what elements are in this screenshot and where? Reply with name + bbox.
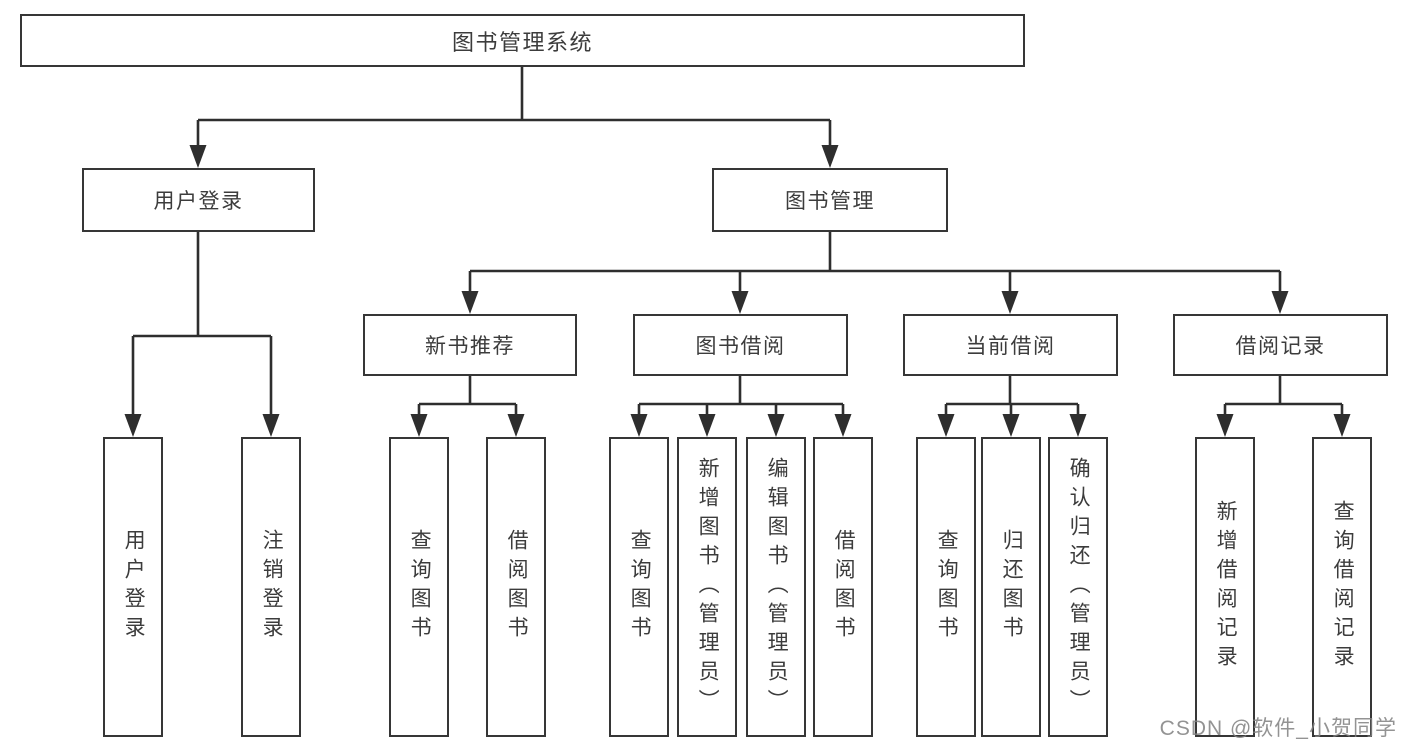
node-borrow-records: 借阅记录 xyxy=(1173,314,1388,376)
leaf-edit-book-admin: 编辑图书（管理员） xyxy=(746,437,806,737)
node-user-login: 用户登录 xyxy=(82,168,315,232)
node-book-borrow: 图书借阅 xyxy=(633,314,848,376)
connector-book-management-children xyxy=(461,232,1289,314)
node-label: 查询借阅记录 xyxy=(1331,500,1355,674)
node-label: 用户登录 xyxy=(153,190,244,213)
node-label: 注销登录 xyxy=(260,529,284,645)
leaf-query-borrow-record: 查询借阅记录 xyxy=(1312,437,1372,737)
csdn-watermark: CSDN @软件_小贺同学 xyxy=(1159,717,1397,740)
leaf-query-books-recommend: 查询图书 xyxy=(389,437,449,737)
leaf-return-books: 归还图书 xyxy=(981,437,1041,737)
leaf-query-books-borrow: 查询图书 xyxy=(609,437,669,737)
leaf-borrow-books: 借阅图书 xyxy=(813,437,873,737)
node-label: 用户登录 xyxy=(122,529,146,645)
leaf-query-books-current: 查询图书 xyxy=(916,437,976,737)
connector-book-borrow-children xyxy=(630,376,852,437)
node-label: 查询图书 xyxy=(408,529,432,645)
connector-borrow-records-children xyxy=(1216,376,1351,437)
leaf-logout: 注销登录 xyxy=(241,437,301,737)
leaf-user-login: 用户登录 xyxy=(103,437,163,737)
connector-user-login-children xyxy=(124,232,280,437)
node-label: 新增借阅记录 xyxy=(1214,500,1238,674)
leaf-confirm-return-admin: 确认归还（管理员） xyxy=(1048,437,1108,737)
connector-new-book-children xyxy=(410,376,525,437)
node-label: 归还图书 xyxy=(1000,529,1024,645)
node-book-management: 图书管理 xyxy=(712,168,948,232)
node-root-system: 图书管理系统 xyxy=(20,14,1025,67)
node-label: 图书管理 xyxy=(785,190,875,213)
node-new-book-recommend: 新书推荐 xyxy=(363,314,577,376)
node-label: 查询图书 xyxy=(628,529,652,645)
leaf-borrow-books-recommend: 借阅图书 xyxy=(486,437,546,737)
connector-current-borrow-children xyxy=(937,376,1087,437)
node-label: 新书推荐 xyxy=(425,335,515,358)
node-label: 借阅图书 xyxy=(505,529,529,645)
node-label: 借阅记录 xyxy=(1235,335,1326,358)
node-label: 查询图书 xyxy=(935,529,959,645)
node-label: 图书管理系统 xyxy=(451,29,593,55)
node-label: 当前借阅 xyxy=(965,335,1056,358)
node-label: 确认归还（管理员） xyxy=(1067,456,1091,718)
node-label: 新增图书（管理员） xyxy=(696,456,720,718)
leaf-add-borrow-record: 新增借阅记录 xyxy=(1195,437,1255,737)
leaf-add-book-admin: 新增图书（管理员） xyxy=(677,437,737,737)
node-label: 借阅图书 xyxy=(832,529,856,645)
node-current-borrow: 当前借阅 xyxy=(903,314,1118,376)
node-label: 图书借阅 xyxy=(695,335,786,358)
node-label: 编辑图书（管理员） xyxy=(765,456,789,718)
connector-root-to-level2 xyxy=(189,67,839,168)
